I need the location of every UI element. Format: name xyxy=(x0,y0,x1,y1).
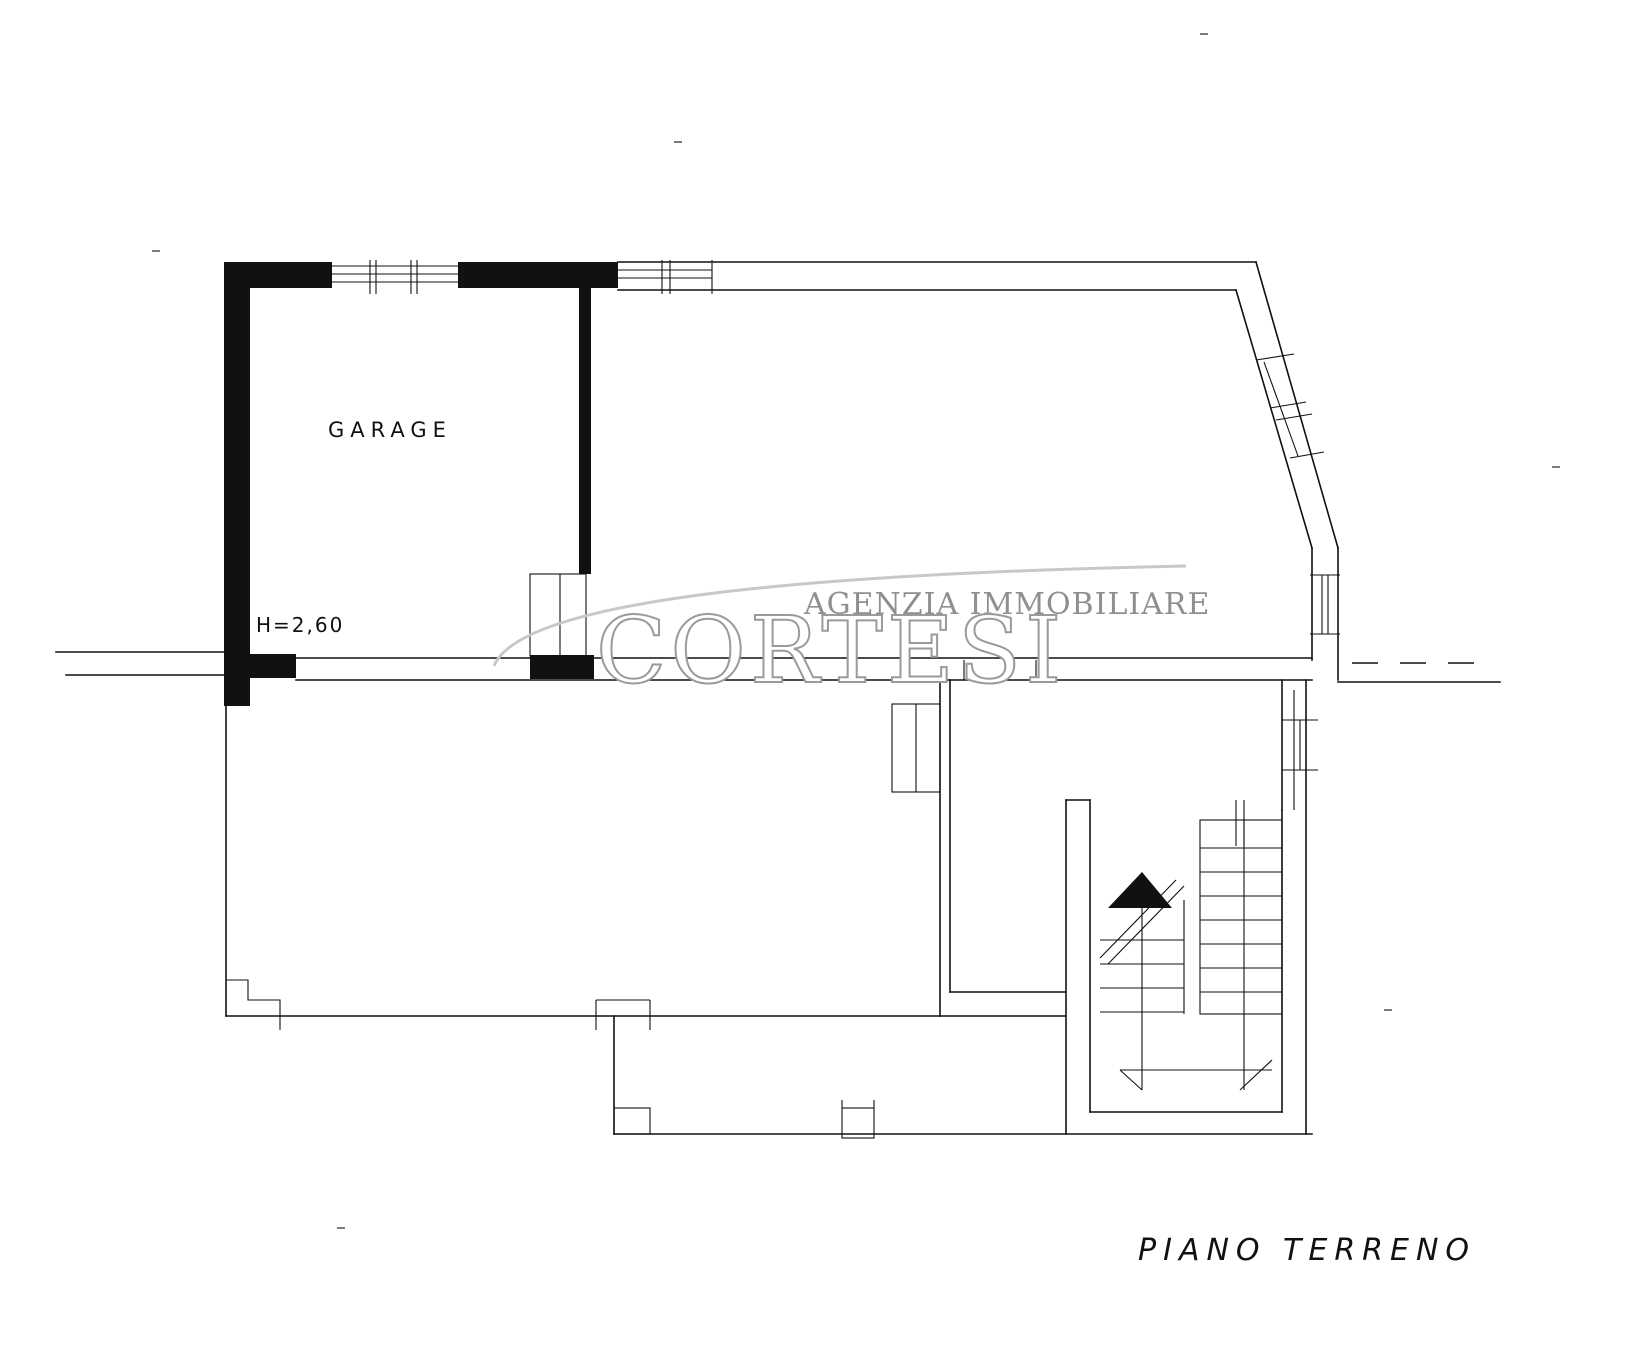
garage-window-left xyxy=(332,260,458,294)
right-wall-window xyxy=(1310,574,1340,635)
scan-marks xyxy=(152,33,1560,1229)
slanted-window xyxy=(1255,353,1325,459)
drawing-title: PIANO TERRENO xyxy=(1138,1233,1476,1268)
outer-walls xyxy=(55,261,1501,1135)
height-annotation: H=2,60 xyxy=(256,613,344,637)
garage-label: GARAGE xyxy=(328,418,452,442)
garage-walls xyxy=(224,262,618,706)
watermark-agency-line: AGENZIA IMMOBILIARE xyxy=(803,587,1210,622)
watermark-swoosh xyxy=(492,564,1187,667)
interior-partitions xyxy=(891,660,1318,810)
stair-direction-arrow xyxy=(1108,872,1172,908)
pillar-marks xyxy=(226,979,875,1139)
top-window-right xyxy=(618,260,713,294)
watermark: AGENZIA IMMOBILIARE CORTESI xyxy=(492,564,1210,705)
watermark-brand-name: CORTESI xyxy=(596,597,1065,704)
staircase xyxy=(1099,800,1283,1091)
garage-door-frame xyxy=(529,573,587,657)
